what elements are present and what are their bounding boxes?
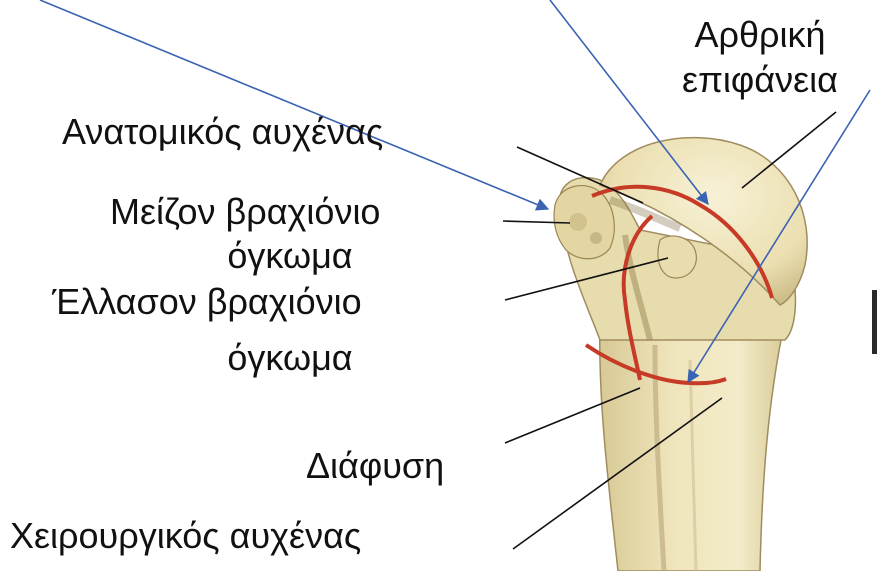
label-lesser-tubercle-line1: Έλλασον βραχιόνιο — [52, 282, 362, 322]
label-diaphysis: Διάφυση — [306, 446, 444, 486]
tubercle-texture — [590, 232, 602, 244]
lesser-tubercle — [658, 236, 696, 278]
leader-articular-surface — [742, 112, 836, 188]
label-surgical-neck: Χειρουργικός αυχένας — [10, 516, 361, 556]
label-articular-surface-line2: επιφάνεια — [640, 60, 879, 100]
label-greater-tubercle-line2: όγκωμα — [190, 236, 390, 276]
label-lesser-tubercle-line2: όγκωμα — [190, 338, 390, 378]
tubercle-texture — [569, 213, 587, 231]
label-anatomical-neck: Ανατομικός αυχένας — [62, 112, 383, 152]
label-greater-tubercle-line1: Μείζον βραχιόνιο — [110, 192, 380, 232]
label-articular-surface-line1: Αρθρική — [640, 15, 879, 55]
edge-mark — [872, 290, 877, 354]
blue-arrow-to-greater-tubercle — [40, 0, 548, 209]
